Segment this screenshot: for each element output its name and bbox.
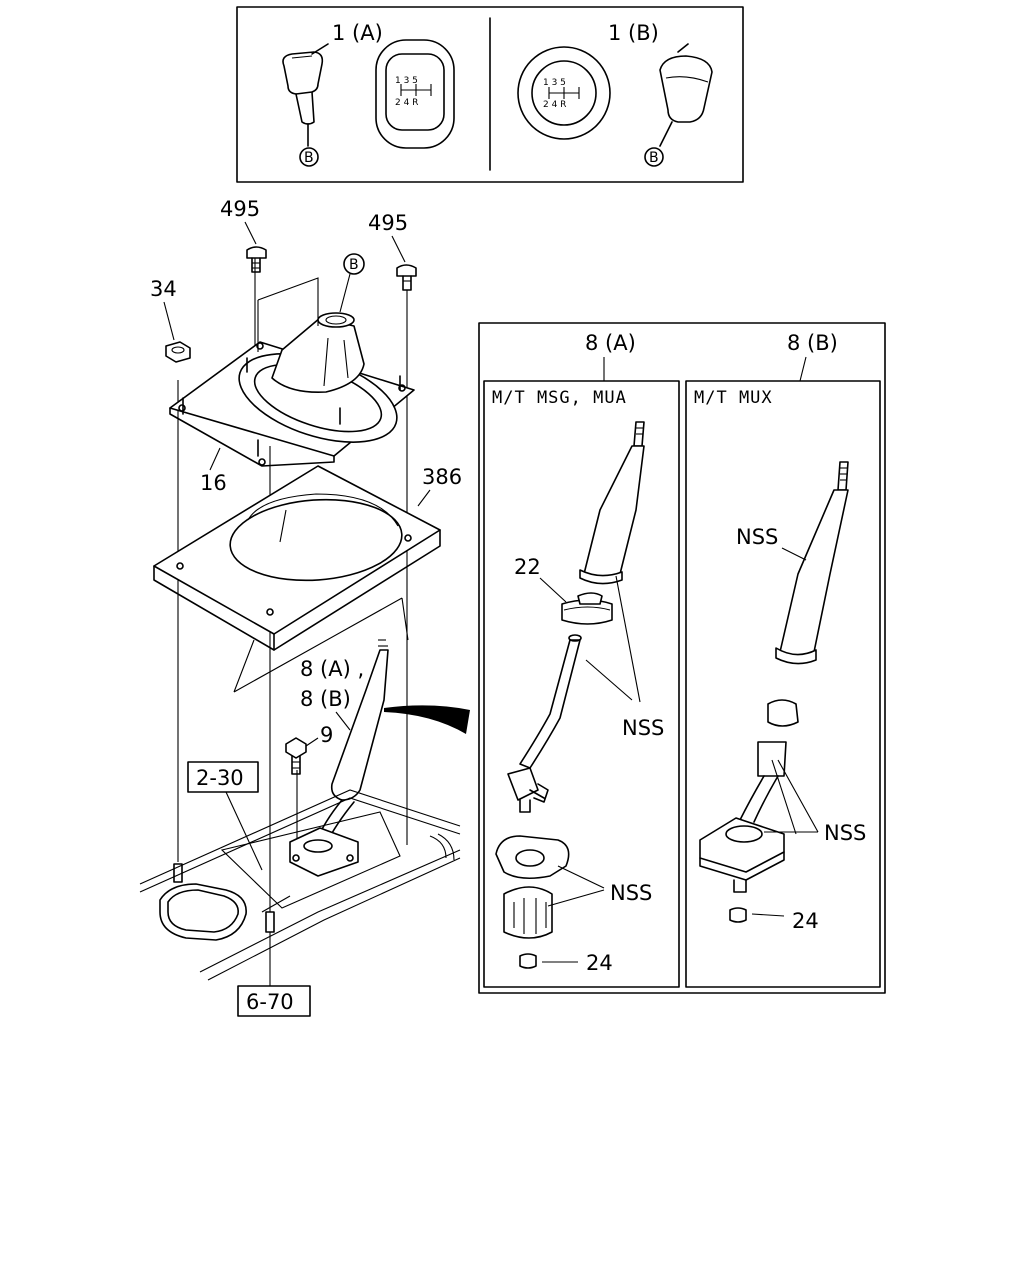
shift-pattern-a-icon: 1 3 5 2 4 R <box>375 39 455 149</box>
a-bushing-label: 24 <box>586 951 613 975</box>
pattern-b-top: 1 3 5 <box>543 78 566 88</box>
detail-a-title: 8 (A) <box>585 331 636 355</box>
bracket-label: 16 <box>200 471 227 495</box>
a-nss-1-label: NSS <box>622 716 664 740</box>
plate-label: 386 <box>422 465 462 489</box>
knob-b-label: 1 (B) <box>608 21 659 45</box>
bolt-icon <box>285 737 307 775</box>
detail-b-title: 8 (B) <box>787 331 838 355</box>
b-nss-2-label: NSS <box>824 821 866 845</box>
screw-left-label: 495 <box>220 197 260 221</box>
b-shift-lever-icon <box>739 699 799 823</box>
pattern-a-top: 1 3 5 <box>395 76 418 86</box>
a-gasket-icon <box>495 835 570 880</box>
lever-detail-panel: 8 (A) 8 (B) M/T MSG, MUA M/T MUX 22 <box>478 322 886 994</box>
pattern-a-bottom: 2 4 R <box>395 98 418 108</box>
detail-a-subtitle: M/T MSG, MUA <box>492 388 627 408</box>
knob-a-label: 1 (A) <box>332 21 383 45</box>
lever-b-label: 8 (B) <box>300 687 351 711</box>
knob-a-ref-marker: B <box>304 150 314 166</box>
pattern-b-bottom: 2 4 R <box>543 100 566 110</box>
nut-icon <box>165 341 191 363</box>
shift-pattern-b-icon: 1 3 5 2 4 R <box>517 46 611 140</box>
floor-grommet-icon <box>159 883 247 941</box>
floor-plate <box>153 465 441 651</box>
b-bushing-icon <box>729 907 747 923</box>
ref-box-1 <box>187 761 259 793</box>
screw-left-icon <box>246 246 267 273</box>
knob-variants-panel: 1 (A) B 1 3 5 2 4 R 1 3 5 2 4 R 1 (B) <box>236 6 744 183</box>
knob-b-icon <box>659 43 713 147</box>
shifter-base-icon <box>289 827 359 877</box>
a-boot-label: 22 <box>514 555 541 579</box>
nut-label: 34 <box>150 277 177 301</box>
b-nss-1-label: NSS <box>736 525 778 549</box>
b-bushing-label: 24 <box>792 909 819 933</box>
bolt-label: 9 <box>320 723 333 747</box>
a-lever-sleeve-icon <box>579 421 645 585</box>
knob-b-ref-marker: B <box>649 150 659 166</box>
ref-box-2-label: 6-70 <box>246 990 294 1014</box>
detail-b-subtitle: M/T MUX <box>694 388 773 408</box>
detail-arrow <box>384 705 470 734</box>
screw-right-icon <box>396 264 417 291</box>
b-lever-sleeve-icon <box>775 461 849 665</box>
a-bushing-icon <box>519 953 537 969</box>
vehicle-floor <box>139 789 461 981</box>
b-shifter-housing-icon <box>699 817 785 893</box>
knob-a-icon <box>282 43 329 147</box>
ref-box-1-label: 2-30 <box>196 766 244 790</box>
boot-ref-marker: B <box>349 257 359 273</box>
lever-a-label: 8 (A) , <box>300 657 364 681</box>
a-nss-2-label: NSS <box>610 881 652 905</box>
a-shift-shaft-icon <box>507 634 582 813</box>
screw-right-label: 495 <box>368 211 408 235</box>
main-assembly: 495 495 34 16 <box>139 197 470 1017</box>
a-boot-icon <box>561 592 613 625</box>
ref-box-2 <box>237 985 311 1017</box>
a-socket-icon <box>503 886 553 939</box>
shift-boot-icon <box>271 312 365 394</box>
